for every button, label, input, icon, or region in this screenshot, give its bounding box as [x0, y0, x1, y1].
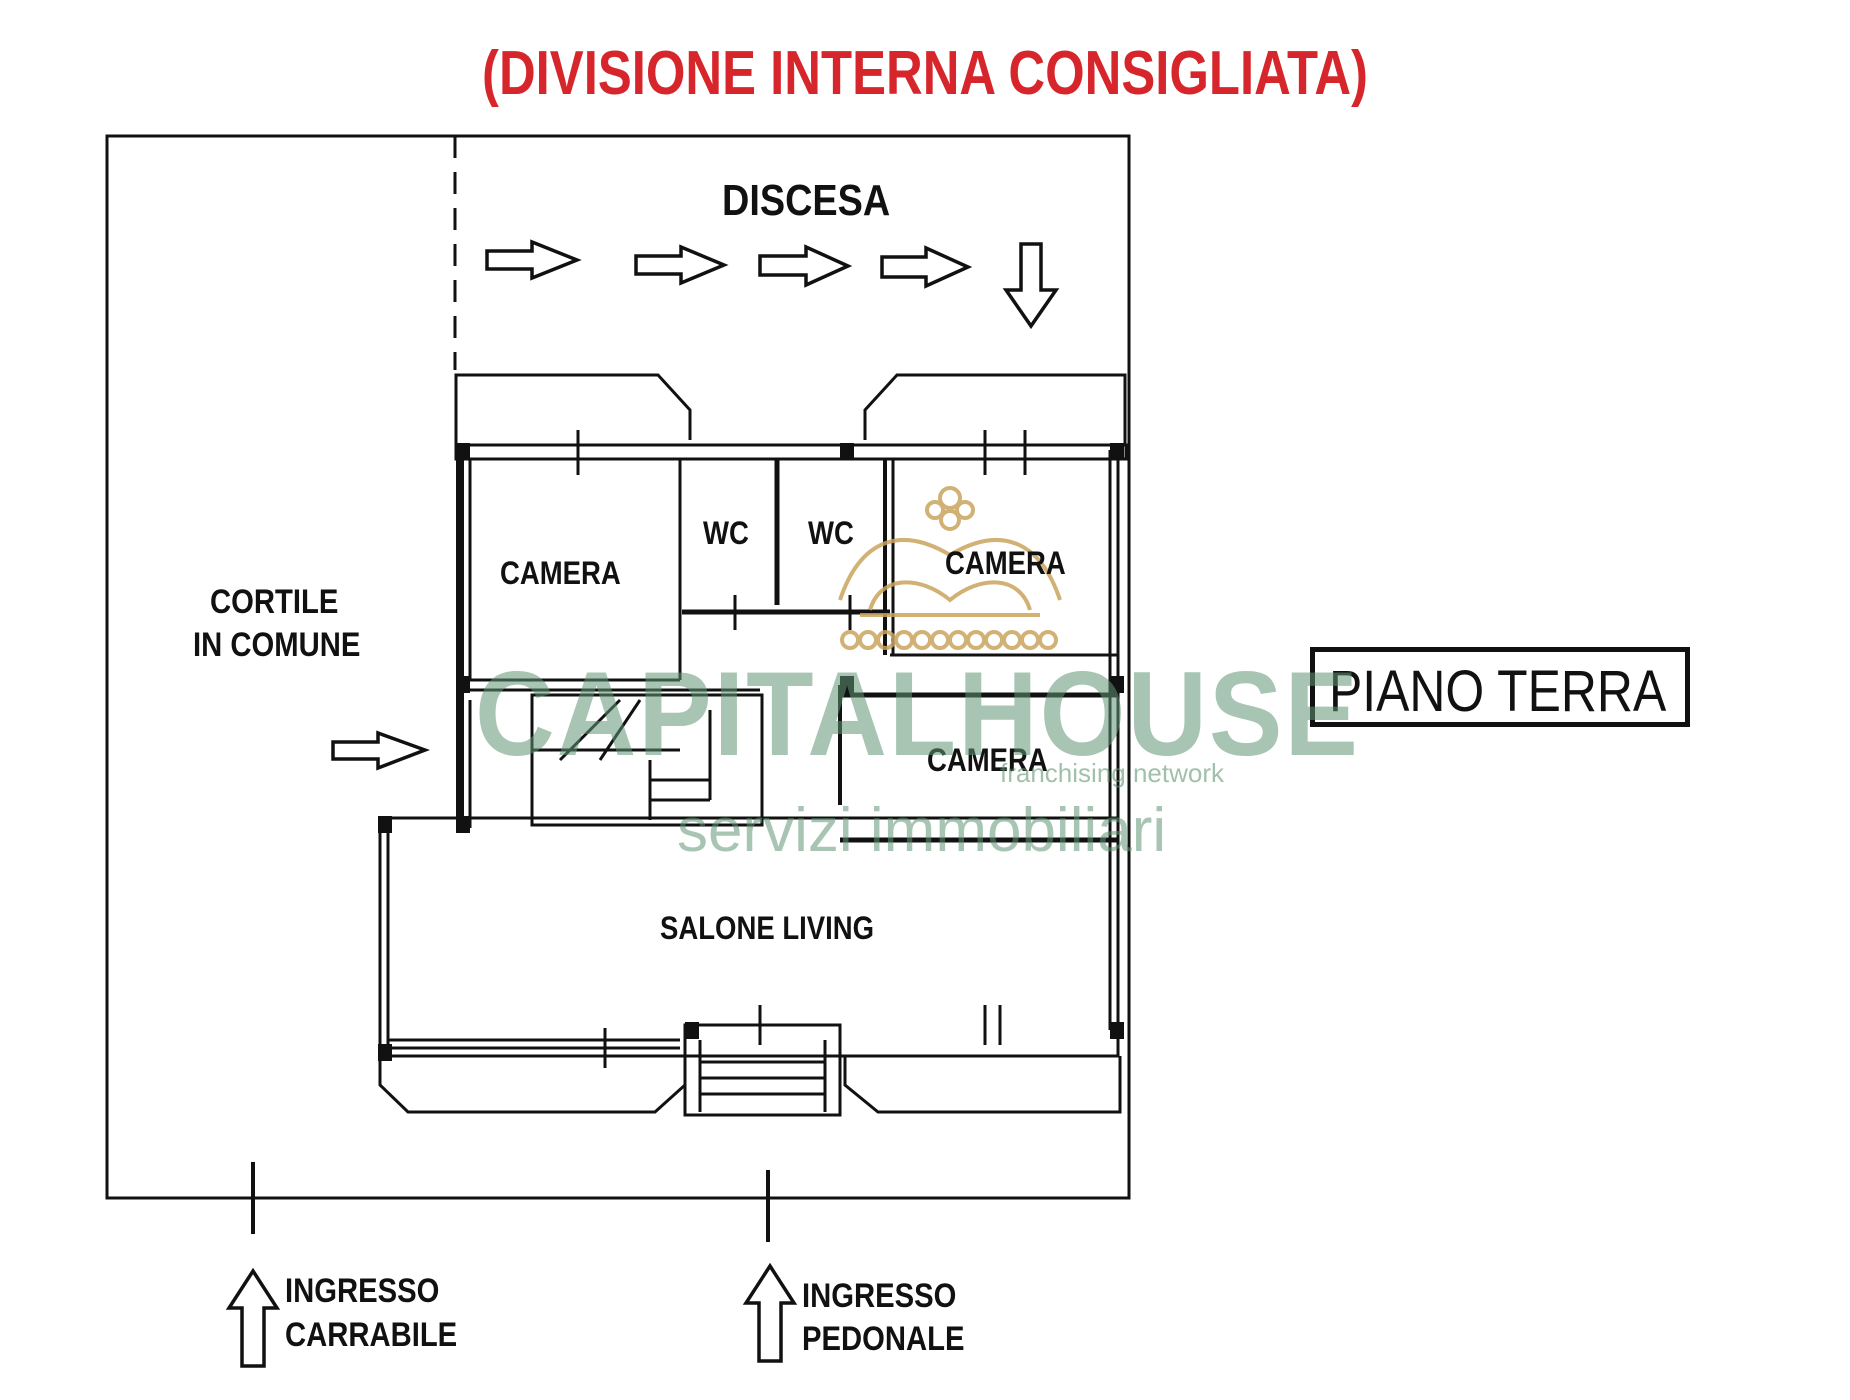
stair-block	[530, 693, 764, 827]
arrow-right-icon	[758, 244, 853, 288]
balcony-bottom-right	[843, 1056, 1122, 1114]
balcony-top-right	[863, 373, 1127, 450]
salone-walls	[378, 816, 1120, 1058]
arrow-right-icon	[634, 244, 729, 286]
label-discesa: DISCESA	[722, 176, 891, 225]
arrow-right-icon	[880, 245, 973, 289]
label-camera-left: CAMERA	[500, 555, 621, 591]
label-wc-2: WC	[808, 515, 854, 551]
lot-boundary	[105, 134, 1131, 1200]
label-ingresso-carrabile-2: CARRABILE	[285, 1316, 458, 1354]
arrow-right-icon	[331, 730, 431, 771]
floor-label: PIANO TERRA	[1329, 659, 1667, 724]
arrow-right-icon	[485, 239, 582, 281]
balcony-bottom-left	[378, 1056, 687, 1114]
arrow-up-icon	[742, 1262, 798, 1363]
label-wc-1: WC	[703, 515, 749, 551]
label-cortile-line2: IN COMUNE	[193, 626, 361, 664]
arrow-down-icon	[1002, 242, 1060, 330]
floor-label-badge: PIANO TERRA	[1310, 647, 1690, 727]
label-cortile-line1: CORTILE	[210, 583, 339, 621]
label-ingresso-pedonale-1: INGRESSO	[802, 1277, 957, 1315]
label-ingresso-pedonale-2: PEDONALE	[802, 1320, 965, 1358]
balcony-top-left	[454, 373, 692, 450]
label-camera-middle: CAMERA	[927, 742, 1048, 778]
arrow-up-icon	[225, 1267, 281, 1368]
label-salone-living: SALONE LIVING	[660, 910, 875, 946]
entry-steps	[683, 1023, 842, 1117]
label-camera-right: CAMERA	[945, 545, 1066, 581]
page-title: (DIVISIONE INTERNA CONSIGLIATA)	[482, 39, 1368, 108]
label-ingresso-carrabile-1: INGRESSO	[285, 1272, 440, 1310]
crown-logo-icon	[838, 486, 1062, 650]
